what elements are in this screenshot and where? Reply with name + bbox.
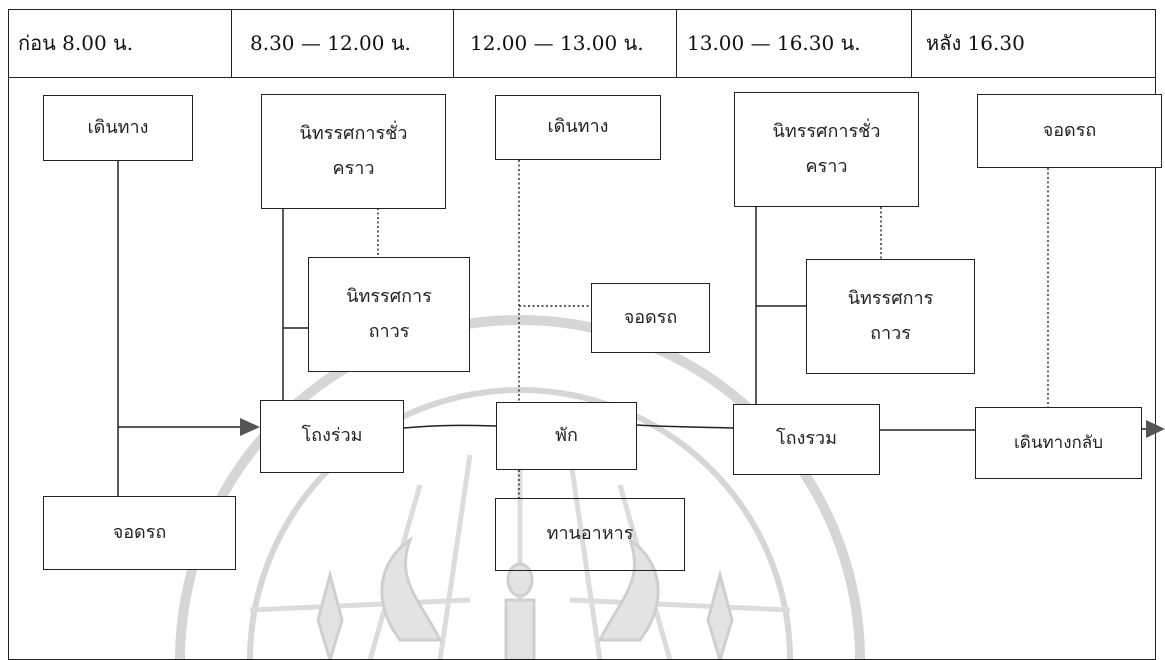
period-header-1300-1630: 13.00 — 16.30 น.: [677, 9, 912, 77]
node-temporary-exhibition-afternoon: นิทรรศการชั่วคราว: [734, 92, 919, 207]
node-temporary-exhibition: นิทรรศการชั่วคราว: [261, 94, 446, 209]
node-parking-midday: จอดรถ: [591, 283, 710, 353]
node-parking-evening: จอดรถ: [977, 94, 1162, 168]
node-travel-home: เดินทางกลับ: [975, 407, 1142, 479]
node-theater-afternoon: โถงรวม: [733, 404, 880, 475]
node-permanent-exhibition-afternoon: นิทรรศการถาวร: [806, 259, 975, 374]
period-header-0830-1200: 8.30 — 12.00 น.: [232, 9, 454, 77]
period-header-after-1630: หลัง 16.30: [926, 31, 1025, 55]
header-divider: [8, 77, 1156, 78]
node-eat: ทานอาหาร: [495, 498, 685, 571]
node-travel-midday: เดินทาง: [495, 95, 661, 160]
node-parking: จอดรถ: [43, 496, 236, 570]
period-header-before-8: ก่อน 8.00 น.: [8, 9, 232, 77]
node-permanent-exhibition: นิทรรศการถาวร: [308, 257, 470, 372]
node-rest: พัก: [496, 402, 637, 470]
node-theater: โถงร่วม: [260, 400, 404, 473]
period-header-1200-1300: 12.00 — 13.00 น.: [454, 9, 677, 77]
node-travel: เดินทาง: [43, 95, 193, 161]
